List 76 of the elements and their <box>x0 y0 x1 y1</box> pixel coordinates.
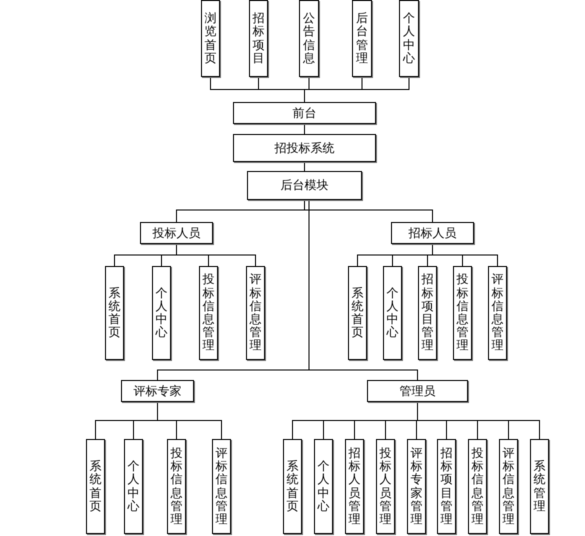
node-label: 招标人员 <box>408 224 456 242</box>
connector-line <box>304 76 410 102</box>
module-box <box>246 266 265 360</box>
node-label: 投标信息管理 <box>472 446 484 526</box>
category-box <box>233 102 376 124</box>
module-box <box>212 439 231 534</box>
node-label: 评标信息管理 <box>216 446 228 526</box>
node-label: 招标项目 <box>252 12 264 65</box>
node-label: 个人中心 <box>403 12 415 65</box>
module-box <box>299 0 319 77</box>
module-box <box>249 0 268 77</box>
node-label: 后台模块 <box>280 177 328 194</box>
connector-line <box>304 200 433 222</box>
node-label: 管理员 <box>400 382 436 400</box>
node-label: 投标人员 <box>152 224 200 242</box>
module-box <box>199 266 218 360</box>
category-box <box>121 380 194 402</box>
node-label: 前台 <box>292 104 316 122</box>
module-box <box>399 0 419 77</box>
node-label: 个人中心 <box>128 460 140 513</box>
node-label: 系统首页 <box>286 460 298 513</box>
module-box <box>453 266 472 360</box>
node-label: 个人中心 <box>318 460 330 513</box>
module-box <box>152 266 171 360</box>
module-box <box>167 439 186 534</box>
node-label: 招投标系统 <box>274 140 334 156</box>
category-box <box>247 171 362 200</box>
node-label: 系统首页 <box>352 286 364 340</box>
node-label: 招标项目管理 <box>422 273 434 353</box>
category-box <box>367 380 468 402</box>
node-label: 投标信息管理 <box>170 446 182 526</box>
module-box <box>348 266 367 360</box>
module-box <box>124 439 143 534</box>
node-label: 后台管理 <box>356 12 368 65</box>
module-box <box>201 0 220 77</box>
module-box <box>530 439 549 534</box>
node-label: 评标信息管理 <box>502 446 514 526</box>
category-box <box>233 134 376 162</box>
module-box <box>314 439 333 534</box>
node-label: 浏览首页 <box>204 12 216 65</box>
connector-line <box>157 402 222 440</box>
module-box <box>283 439 302 534</box>
connector-line <box>176 244 256 266</box>
node-label: 个人中心 <box>156 286 168 340</box>
node-label: 个人中心 <box>386 286 398 340</box>
module-box <box>488 266 507 360</box>
node-label: 评标信息管理 <box>250 273 262 353</box>
node-label: 招标项目管理 <box>440 446 452 526</box>
node-label: 公告信息 <box>303 12 315 65</box>
node-label: 投标人员管理 <box>380 446 392 526</box>
node-label: 评标专家管理 <box>410 446 422 526</box>
node-label: 评标信息管理 <box>492 273 504 353</box>
node-label: 系统首页 <box>90 460 102 513</box>
connector-line <box>417 402 540 440</box>
module-box <box>383 266 402 360</box>
module-box <box>437 439 456 534</box>
module-box <box>345 439 364 534</box>
node-label: 系统首页 <box>108 286 120 340</box>
module-box <box>418 266 437 360</box>
connector-line <box>304 124 305 134</box>
node-label: 系统管理 <box>534 460 546 513</box>
node-label: 投标信息管理 <box>202 273 214 353</box>
module-box <box>105 266 124 360</box>
module-box <box>468 439 487 534</box>
category-box <box>140 222 213 244</box>
module-box <box>499 439 518 534</box>
module-box <box>376 439 395 534</box>
category-box <box>391 222 474 244</box>
node-label: 投标信息管理 <box>456 273 468 353</box>
connector-line <box>308 200 418 380</box>
module-box <box>352 0 372 77</box>
module-box <box>86 439 105 534</box>
node-label: 招标人员管理 <box>348 446 360 526</box>
module-box <box>407 439 426 534</box>
connector-line <box>432 244 498 266</box>
node-label: 评标专家 <box>134 382 182 400</box>
